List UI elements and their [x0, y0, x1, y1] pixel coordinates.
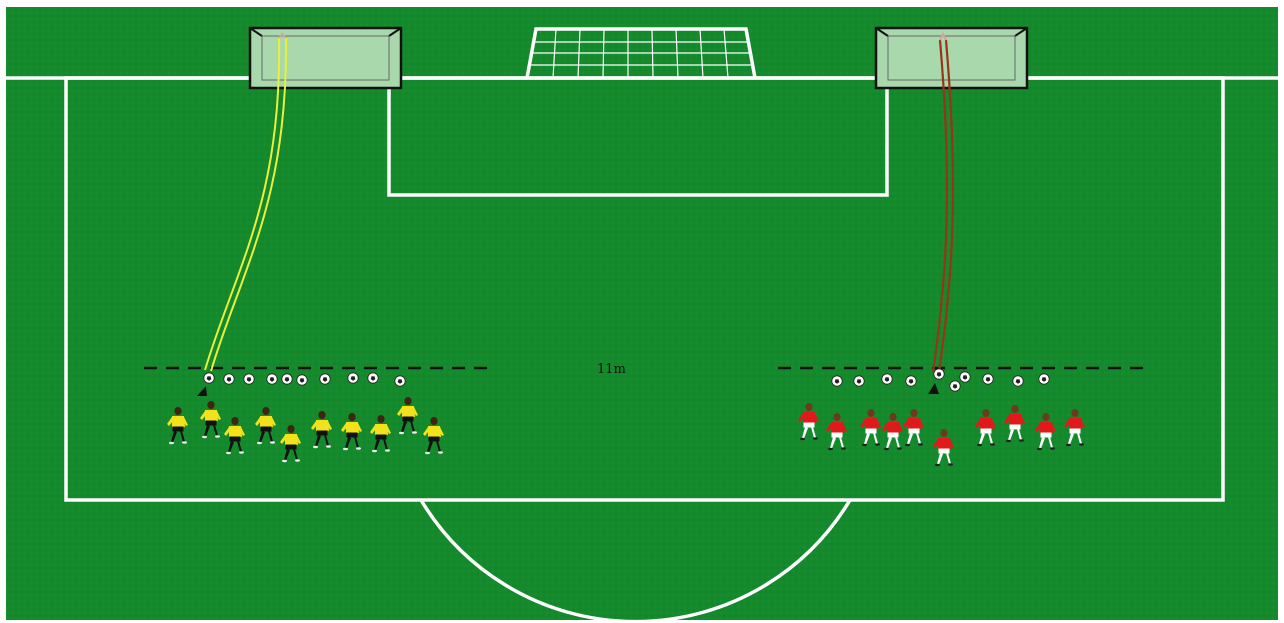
ball-icon [282, 374, 292, 384]
pitch-background [6, 7, 1278, 620]
ball-icon [267, 374, 277, 384]
ball-icon [934, 369, 944, 379]
ball-icon [960, 372, 970, 382]
ball-icon [1013, 376, 1023, 386]
ball-icon [983, 374, 993, 384]
ball-icon [320, 374, 330, 384]
ball-icon [348, 373, 358, 383]
ball-icon [395, 376, 405, 386]
ball-icon [950, 381, 960, 391]
right-small-goal [876, 28, 1027, 88]
ball-icon [204, 373, 214, 383]
ball-icon [1039, 374, 1049, 384]
ball-icon [882, 374, 892, 384]
ball-icon [297, 375, 307, 385]
left-small-goal [250, 28, 401, 88]
ball-icon [368, 373, 378, 383]
ball-icon [832, 376, 842, 386]
ball-icon [244, 374, 254, 384]
ball-icon [854, 376, 864, 386]
distance-label: 11m [597, 362, 626, 377]
ball-icon [906, 376, 916, 386]
ball-icon [224, 374, 234, 384]
